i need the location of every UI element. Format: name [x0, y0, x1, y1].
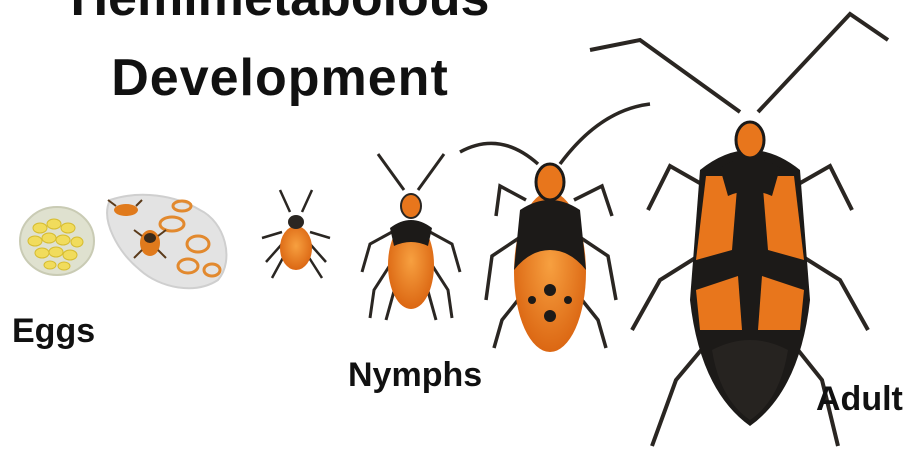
egg-cluster-icon: [20, 207, 94, 275]
nymph-2-head: [401, 194, 421, 218]
eggs-label: Eggs: [12, 314, 95, 348]
adult-body: [690, 122, 810, 426]
adult-label: Adult: [816, 382, 903, 416]
nymph-1-head: [288, 215, 304, 229]
nymph-3-head: [536, 164, 564, 200]
hatching-eggs-icon: [107, 195, 226, 288]
nymph-1-body: [280, 226, 312, 270]
nymphs-label: Nymphs: [348, 358, 482, 392]
